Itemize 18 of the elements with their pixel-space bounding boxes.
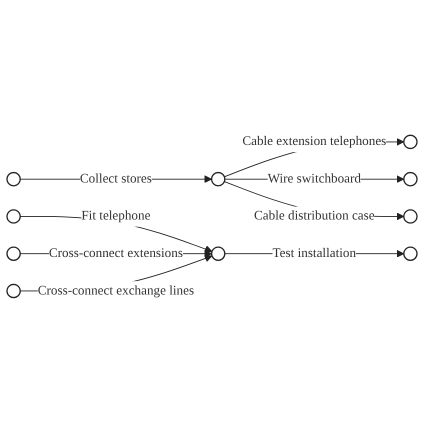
- edge-label: Test installation: [272, 246, 356, 260]
- edge-label: Cable extension telephones: [242, 134, 386, 148]
- node-circle: [403, 171, 418, 186]
- node-circle: [403, 246, 418, 261]
- node-circle: [6, 246, 21, 261]
- node-circle: [210, 246, 226, 261]
- edge-label: Fit telephone: [81, 208, 150, 223]
- node-circle: [6, 171, 21, 186]
- node-circle: [210, 171, 226, 186]
- edge-label: Cross-connect extensions: [48, 246, 183, 260]
- node-circle: [403, 134, 418, 149]
- edge-label: Cable distribution case: [254, 208, 375, 223]
- edge-label: Cross-connect exchange lines: [38, 283, 194, 298]
- node-circle: [6, 208, 21, 224]
- node-circle: [403, 208, 418, 224]
- node-circle: [6, 283, 21, 298]
- edge-label: Collect stores: [80, 171, 152, 186]
- edge-label: Wire switchboard: [268, 171, 361, 186]
